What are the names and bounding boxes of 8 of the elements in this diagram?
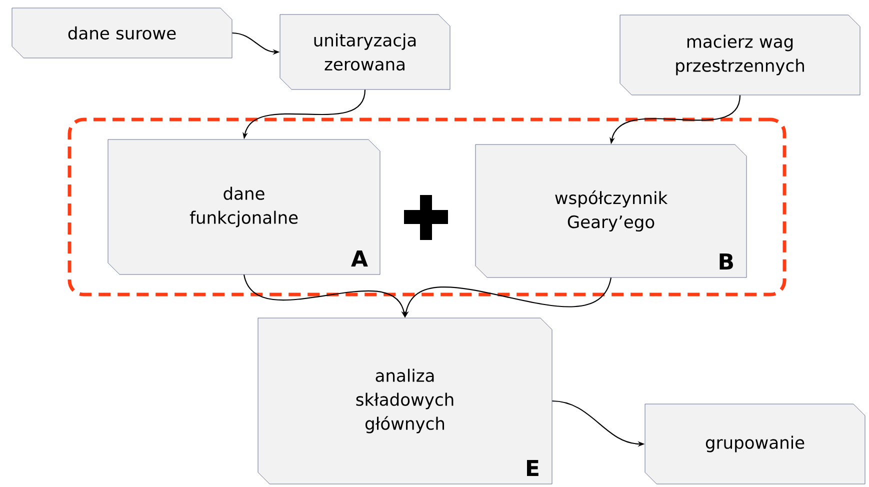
process-box: dane surowe — [12, 8, 232, 58]
process-box: macierz wag przestrzennych — [620, 14, 860, 96]
corner-letter: B — [720, 253, 733, 270]
corner-letter: A — [351, 250, 368, 266]
process-box: unitaryzacja zerowana — [280, 14, 450, 90]
dashed-group-frame — [68, 118, 786, 296]
process-box: grupowanie — [644, 404, 866, 484]
corner-letter: E — [527, 460, 538, 476]
